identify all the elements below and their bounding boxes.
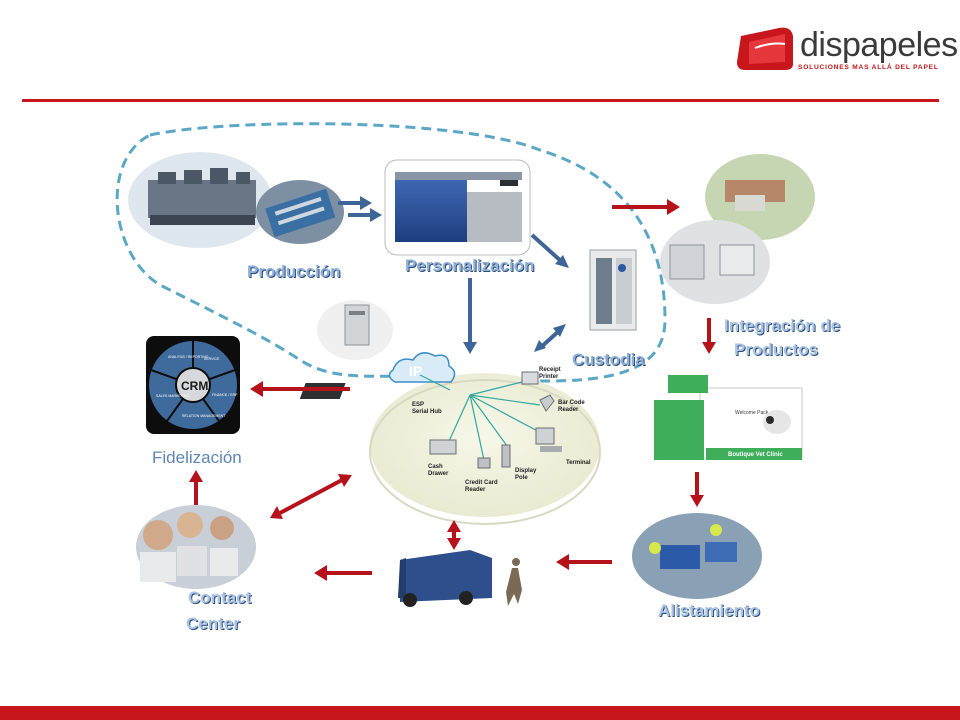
ip-cloud-icon: [388, 352, 456, 383]
crm-segment-label: ANALYSIS / REPORTING: [168, 355, 209, 359]
network-platform: IP ESP Serial Hub Receipt Printer Bar Co…: [299, 352, 601, 525]
label-custodia: Custodia: [572, 350, 645, 369]
crm-segment-label: RELATION MANAGEMENT: [182, 414, 226, 418]
ip-label: IP: [409, 363, 422, 379]
crm-segment-label: FINANCE / ERP: [212, 393, 238, 397]
card-label-2: Reader: [465, 487, 486, 493]
vault-image: [589, 249, 637, 331]
crm-segment-label: SERVICE: [204, 357, 220, 361]
header-divider: [22, 99, 939, 102]
personalization-machine-image: [384, 159, 531, 256]
drawer-label-2: Drawer: [428, 471, 449, 477]
label-integracion-1: Integración de: [724, 316, 841, 335]
red-arrows: [189, 199, 716, 581]
footer-bar: [0, 706, 960, 720]
hub-label-2: Serial Hub: [412, 409, 442, 415]
product-brand-label: Boutique Vet Clinic: [728, 452, 783, 458]
label-fidelizacion: Fidelización: [152, 448, 242, 467]
contact-center-image: [136, 505, 256, 589]
dispapeles-logo-icon: [737, 27, 793, 71]
welcome-pack-label: Welcome Pack: [735, 410, 769, 416]
label-personalizacion: Personalización: [405, 256, 535, 275]
barcode-label-2: Reader: [558, 407, 579, 413]
crm-wheel: CRM ANALYSIS / REPORTING SERVICE FINANCE…: [146, 336, 240, 434]
label-contact-1: Contact: [188, 588, 252, 607]
brand-name: dispapeles: [800, 26, 958, 64]
receipt-label-1: Receipt: [539, 367, 561, 373]
blue-arrows: [338, 196, 569, 354]
facility-image: [660, 154, 815, 304]
receipt-label-2: Printer: [539, 374, 559, 380]
label-alistamiento: Alistamiento: [658, 601, 761, 620]
production-zone-boundary: [115, 122, 667, 383]
brand-tagline: SOLUCIONES MAS ALLÁ DEL PAPEL: [798, 64, 939, 71]
card-label-1: Credit Card: [465, 480, 498, 486]
hub-label-1: ESP: [412, 402, 424, 408]
label-integracion-2: Productos: [734, 340, 819, 359]
drawer-label-1: Cash: [428, 464, 443, 470]
warehouse-image: [632, 513, 762, 599]
barcode-label-1: Bar Code: [558, 400, 585, 406]
label-contact-2: Center: [186, 614, 240, 633]
delivery-van-image: [398, 550, 522, 607]
printing-press-image: [128, 152, 272, 248]
crm-segment-label: SALES MARKETING: [156, 394, 189, 398]
printing-plates-image: [256, 180, 344, 244]
terminal-label: Terminal: [566, 460, 591, 466]
label-produccion: Producción: [247, 262, 341, 281]
crm-center-label: CRM: [181, 379, 208, 393]
welcome-pack-image: Boutique Vet Clinic Welcome Pack: [654, 375, 803, 460]
display-label-2: Pole: [515, 475, 528, 481]
display-label-1: Display: [515, 468, 537, 474]
server-image: [317, 300, 393, 360]
